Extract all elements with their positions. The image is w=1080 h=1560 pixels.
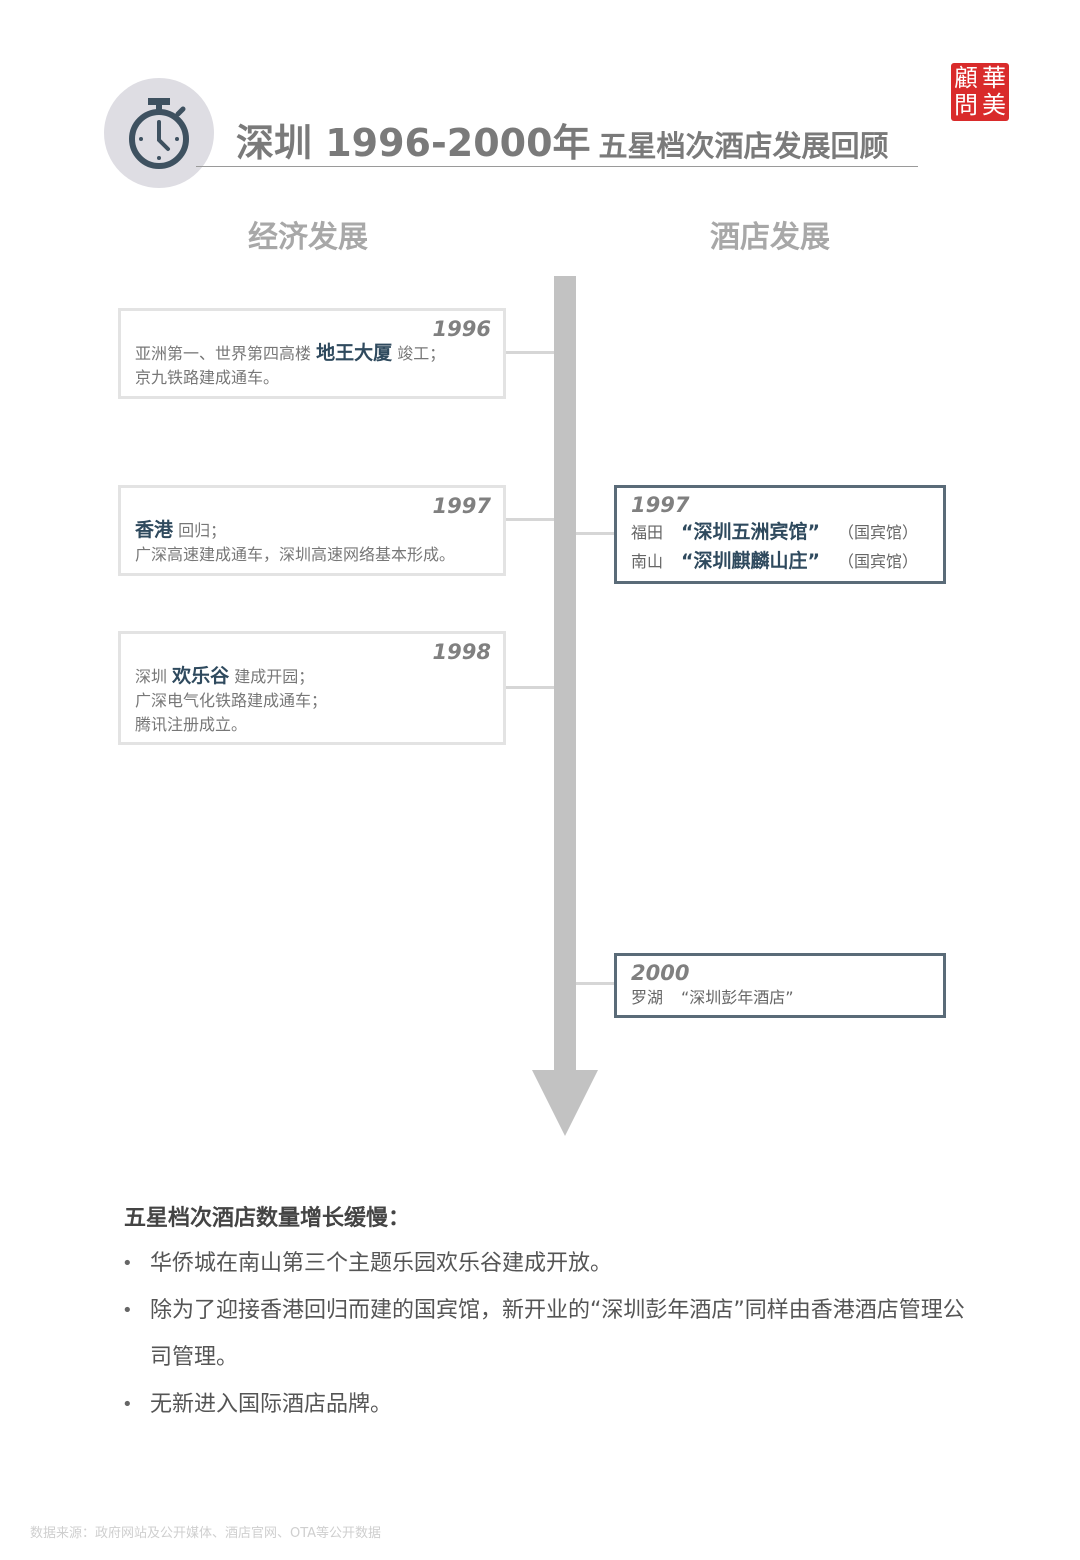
highlight-landmark: 欢乐谷 xyxy=(172,665,230,687)
hotel-heading: 酒店发展 xyxy=(710,220,830,255)
seal-char: 美 xyxy=(982,91,1006,119)
event-line: 腾讯注册成立。 xyxy=(135,715,248,734)
bullet-icon: • xyxy=(122,1300,133,1321)
hotel-line: 罗湖 “深圳彭年酒店” xyxy=(631,986,933,1010)
event-year: 1998 xyxy=(432,640,491,664)
hotel-name: “深圳五洲宾馆” xyxy=(681,521,820,543)
stopwatch-icon-badge xyxy=(104,78,214,188)
summary-bullet: •无新进入国际酒店品牌。 xyxy=(122,1381,982,1428)
hotel-name: “深圳麒麟山庄” xyxy=(681,550,820,572)
economic-event-1998: 1998 深圳 欢乐谷 建成开园； 广深电气化铁路建成通车； 腾讯注册成立。 xyxy=(118,631,506,745)
district: 福田 xyxy=(631,523,664,542)
bullet-icon: • xyxy=(122,1253,133,1274)
stopwatch-icon xyxy=(129,98,189,169)
timeline-axis xyxy=(554,276,576,1076)
event-year: 1997 xyxy=(631,493,690,517)
economic-event-1997: 1997 香港 回归； 广深高速建成通车，深圳高速网络基本形成。 xyxy=(118,485,506,576)
summary-bullet: •华侨城在南山第三个主题乐园欢乐谷建成开放。 xyxy=(122,1240,982,1287)
seal-logo: 華 美 顧 問 xyxy=(951,63,1009,121)
hotel-line: 南山 “深圳麒麟山庄” （国宾馆） xyxy=(631,547,933,576)
hotel-event-2000: 2000 罗湖 “深圳彭年酒店” xyxy=(614,953,946,1018)
hotel-name: “深圳彭年酒店” xyxy=(681,988,794,1007)
seal-char: 顧 xyxy=(954,64,978,92)
economic-heading: 经济发展 xyxy=(248,220,368,255)
event-year: 1996 xyxy=(432,317,491,341)
hotel-note: （国宾馆） xyxy=(838,552,919,571)
hotel-event-1997: 1997 福田 “深圳五洲宾馆” （国宾馆） 南山 “深圳麒麟山庄” （国宾馆） xyxy=(614,485,946,584)
event-line: 广深高速建成通车，深圳高速网络基本形成。 xyxy=(135,545,456,564)
title-sub: 五星档次酒店发展回顾 xyxy=(598,129,889,163)
summary-title: 五星档次酒店数量增长缓慢： xyxy=(124,1206,411,1231)
seal-char: 問 xyxy=(954,91,978,119)
arrow-down-icon xyxy=(532,1070,598,1136)
district: 罗湖 xyxy=(631,988,664,1007)
event-year: 1997 xyxy=(432,494,491,518)
page-title: 深圳 1996-2000年五星档次酒店发展回顾 xyxy=(236,112,889,167)
bullet-icon: • xyxy=(122,1394,133,1415)
hotel-line: 福田 “深圳五洲宾馆” （国宾馆） xyxy=(631,518,933,547)
connector-line xyxy=(576,532,614,535)
connector-line xyxy=(506,518,554,521)
summary-bullets: •华侨城在南山第三个主题乐园欢乐谷建成开放。 •除为了迎接香港回归而建的国宾馆，… xyxy=(122,1240,982,1428)
title-main: 深圳 1996-2000年 xyxy=(236,121,591,165)
hotel-note: （国宾馆） xyxy=(838,523,919,542)
connector-line xyxy=(506,351,554,354)
seal-char: 華 xyxy=(982,64,1006,92)
connector-line xyxy=(506,686,554,689)
event-line: 深圳 欢乐谷 建成开园； xyxy=(135,665,315,687)
economic-event-1996: 1996 亚洲第一、世界第四高楼 地王大厦 竣工； 京九铁路建成通车。 xyxy=(118,308,506,399)
event-line: 京九铁路建成通车。 xyxy=(135,368,280,387)
event-line: 亚洲第一、世界第四高楼 地王大厦 竣工； xyxy=(135,342,446,364)
title-underline xyxy=(196,166,918,167)
event-line: 广深电气化铁路建成通车； xyxy=(135,691,328,710)
highlight-landmark: 地王大厦 xyxy=(316,342,393,364)
highlight-landmark: 香港 xyxy=(135,519,174,541)
summary-bullet: •除为了迎接香港回归而建的国宾馆，新开业的“深圳彭年酒店”同样由香港酒店管理公司… xyxy=(122,1287,982,1381)
district: 南山 xyxy=(631,552,664,571)
event-year: 2000 xyxy=(631,961,690,985)
data-source-note: 数据来源：政府网站及公开媒体、酒店官网、OTA等公开数据 xyxy=(30,1526,382,1541)
event-line: 香港 回归； xyxy=(135,519,227,541)
connector-line xyxy=(576,982,614,985)
